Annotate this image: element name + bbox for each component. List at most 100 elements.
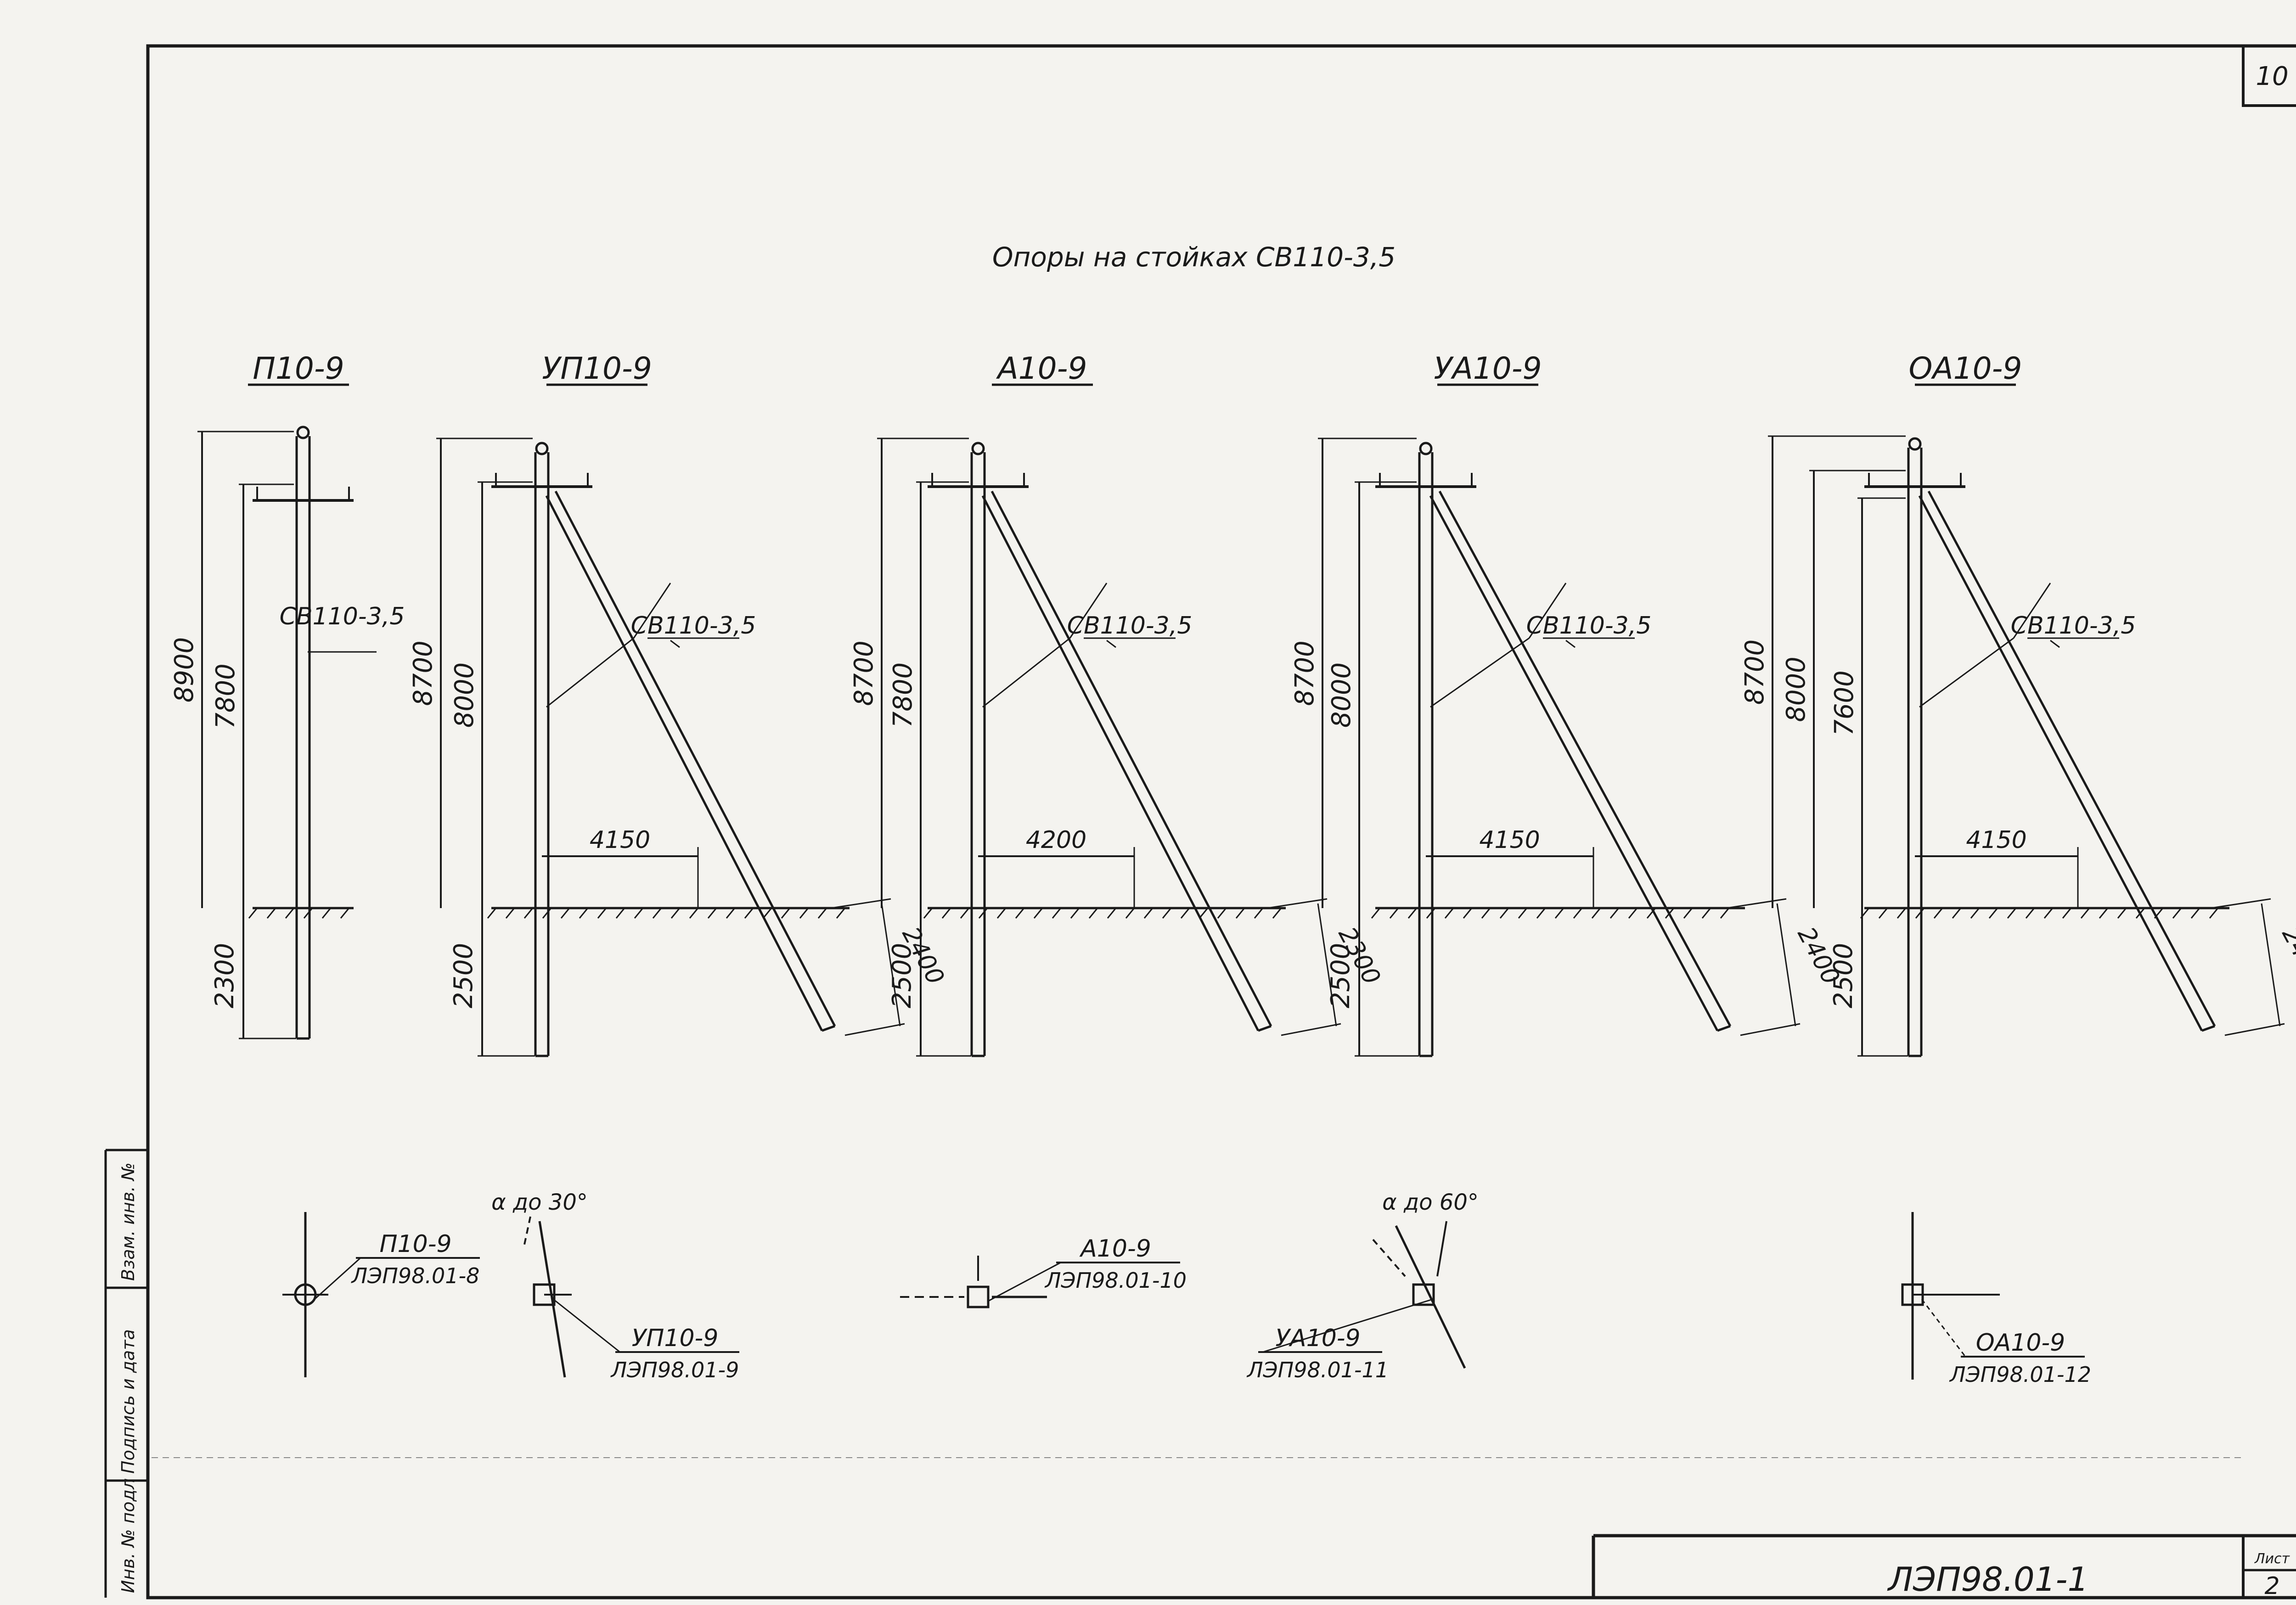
support-name: П10-9 — [253, 351, 344, 386]
ground-hatch — [487, 908, 497, 919]
ground-hatch — [2209, 908, 2219, 919]
plan-leader — [314, 1257, 361, 1300]
ground-hatch — [1970, 908, 1980, 919]
ground-hatch — [321, 908, 332, 919]
ground-hatch — [634, 908, 644, 919]
stamp-text-1: Взам. инв. № — [118, 1162, 138, 1281]
plan-doc-code: ЛЭП98.01-10 — [1044, 1268, 1187, 1293]
post-burial-dim: 2500 — [1326, 943, 1356, 1009]
label-leader — [982, 637, 1070, 708]
ground-hatch — [707, 908, 717, 919]
vertical-dim: 8000 — [1781, 657, 1811, 722]
ground-hatch — [1952, 908, 1962, 919]
ground-hatch — [1088, 908, 1098, 919]
vertical-dim: 8000 — [1327, 662, 1356, 728]
burial-ext — [2224, 1023, 2285, 1036]
plan-axis — [538, 1221, 566, 1378]
post-burial-dim: 2500 — [449, 943, 478, 1009]
ground-hatch — [2117, 908, 2127, 919]
burial-dim-line — [881, 903, 901, 1027]
plan-name: УП10-9 — [632, 1324, 719, 1352]
plan-name: П10-9 — [379, 1230, 451, 1258]
vertical-dim: 8000 — [450, 662, 479, 728]
angle-leg — [1436, 1221, 1447, 1277]
ground-hatch — [1609, 908, 1620, 919]
ground-hatch — [799, 908, 809, 919]
angle-leg — [1372, 1239, 1406, 1277]
side-stamp: Взам. инв. № Подпись и дата Инв. № подл — [104, 1149, 148, 1598]
ground-hatch — [2007, 908, 2017, 919]
post-label: СВ110-3,5 — [631, 612, 756, 640]
label-leader — [1106, 640, 1116, 648]
vertical-dim: 8700 — [849, 640, 879, 706]
ground-hatch — [1878, 908, 1888, 919]
drawing-title: Опоры на стойках СВ110-3,5 — [992, 241, 1396, 273]
ground-hatch — [1180, 908, 1190, 919]
ground-hatch — [1235, 908, 1245, 919]
burial-ext — [1281, 1023, 1341, 1036]
label-leader — [1069, 583, 1108, 639]
ground-hatch — [1070, 908, 1080, 919]
insulator-icon — [971, 442, 985, 455]
ground-hatch — [1125, 908, 1135, 919]
post-burial-dim: 2300 — [210, 943, 240, 1009]
ground-hatch — [1646, 908, 1656, 919]
ground-hatch — [1407, 908, 1418, 919]
plan-leader — [1921, 1299, 1966, 1357]
ground-hatch — [303, 908, 313, 919]
strut-inner — [981, 495, 1260, 1032]
outer-frame — [146, 44, 2296, 1599]
ground-hatch — [1199, 908, 1209, 919]
ground-hatch — [1107, 908, 1117, 919]
label-leader — [633, 583, 671, 639]
support-name: А10-9 — [996, 351, 1087, 386]
label-leader — [1919, 637, 2014, 708]
post-plan-icon — [1412, 1283, 1435, 1306]
ground-hatch — [1033, 908, 1043, 919]
ground-hatch — [670, 908, 681, 919]
ground-hatch — [726, 908, 736, 919]
ground-hatch — [1481, 908, 1491, 919]
ground-hatch — [248, 908, 258, 919]
vertical-dim: 7600 — [1829, 670, 1859, 736]
plan-doc-code: ЛЭП98.01-12 — [1949, 1362, 2091, 1387]
strut-inner — [545, 495, 823, 1032]
ground-hatch — [817, 908, 827, 919]
burial-dim-line — [1776, 903, 1796, 1027]
post-burial-dim: 2500 — [1829, 943, 1858, 1009]
ground-hatch — [597, 908, 607, 919]
title-block: ЛЭП98.01-1 Лист 2 — [1592, 1534, 2296, 1600]
strut-outer — [1438, 490, 1732, 1027]
ground-hatch — [266, 908, 276, 919]
plan-axis — [1395, 1225, 1466, 1369]
strut-outer — [1927, 490, 2216, 1027]
stamp-text-2: Подпись и дата — [118, 1329, 138, 1474]
ground-hatch — [1143, 908, 1154, 919]
ground-hatch — [689, 908, 699, 919]
ground-hatch — [560, 908, 570, 919]
plan-angle: α до 30° — [491, 1190, 588, 1215]
label-leader — [1565, 640, 1576, 648]
ground-hatch — [1988, 908, 1998, 919]
label-leader — [2050, 640, 2060, 648]
ground-hatch — [1518, 908, 1528, 919]
doc-code: ЛЭП98.01-1 — [1887, 1560, 2088, 1599]
ground-hatch — [1896, 908, 1907, 919]
burial-ext — [2211, 898, 2271, 909]
ground-hatch — [2172, 908, 2182, 919]
vertical-dim: 8700 — [1740, 640, 1770, 705]
ground-hatch — [2062, 908, 2072, 919]
plan-leader — [553, 1298, 620, 1353]
ground-hatch — [996, 908, 1007, 919]
strut-horizontal-dim: 4150 — [590, 826, 650, 854]
support-name: ОА10-9 — [1909, 351, 2022, 386]
strut-horizontal-dim: 4150 — [1479, 826, 1540, 854]
support-name: УА10-9 — [1434, 351, 1542, 386]
strut-foot — [1717, 1025, 1731, 1032]
